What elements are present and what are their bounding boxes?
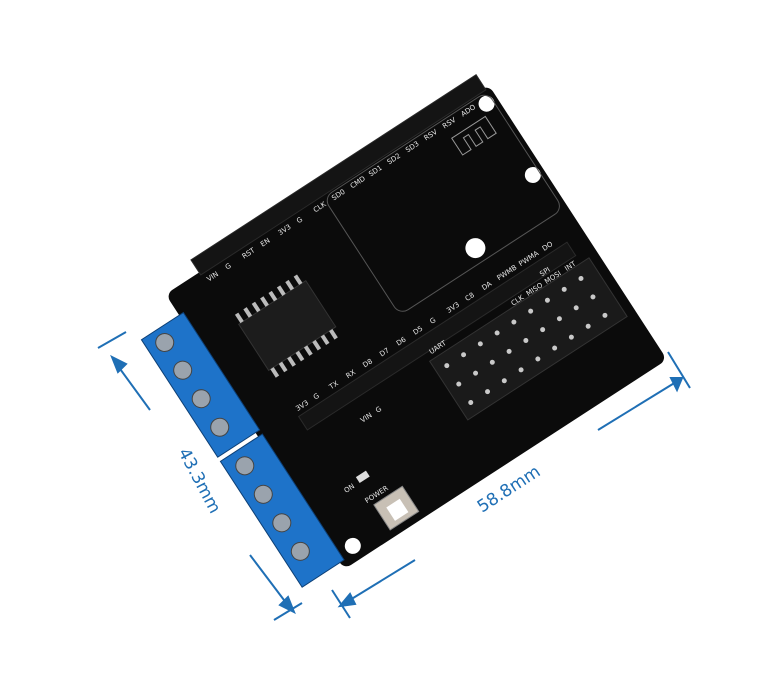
power-switch-button[interactable] — [386, 498, 409, 521]
mount-hole — [465, 238, 486, 259]
pin-label: G — [295, 215, 304, 225]
arrow-left-icon — [337, 592, 357, 608]
arrow-right-icon — [669, 377, 684, 393]
dim-line — [597, 381, 677, 431]
pcb-board: VIN G RST EN 3V3 G CLK SD0 CMD SD1 SD2 S… — [140, 74, 665, 588]
width-dimension — [331, 351, 691, 619]
module-outline — [326, 94, 560, 312]
gpio-pins — [444, 275, 608, 406]
antenna-icon — [451, 115, 497, 156]
pin-label: G — [224, 262, 233, 272]
power-led — [355, 470, 370, 483]
arrow-down-icon — [278, 595, 296, 615]
pin-label: G — [428, 316, 437, 326]
gpio-pin-block — [428, 257, 628, 421]
dim-tick — [97, 331, 127, 349]
pcb — [168, 87, 665, 567]
height-dimension — [97, 331, 303, 621]
mount-hole — [344, 537, 361, 554]
dim-line — [344, 559, 416, 604]
mount-hole — [478, 95, 495, 112]
dim-line — [249, 554, 291, 609]
middle-pin-header — [297, 241, 577, 431]
pin-label: G — [312, 392, 321, 402]
g-label: G — [374, 405, 383, 415]
dim-tick — [667, 351, 691, 389]
pin-label: EN — [259, 237, 271, 249]
terminal-block — [140, 311, 345, 588]
mount-hole — [524, 166, 541, 183]
top-pin-header — [190, 74, 487, 276]
pin-label: C8 — [464, 291, 476, 303]
dim-tick — [273, 602, 303, 621]
driver-chip — [238, 280, 337, 372]
arrow-up-icon — [110, 354, 128, 374]
